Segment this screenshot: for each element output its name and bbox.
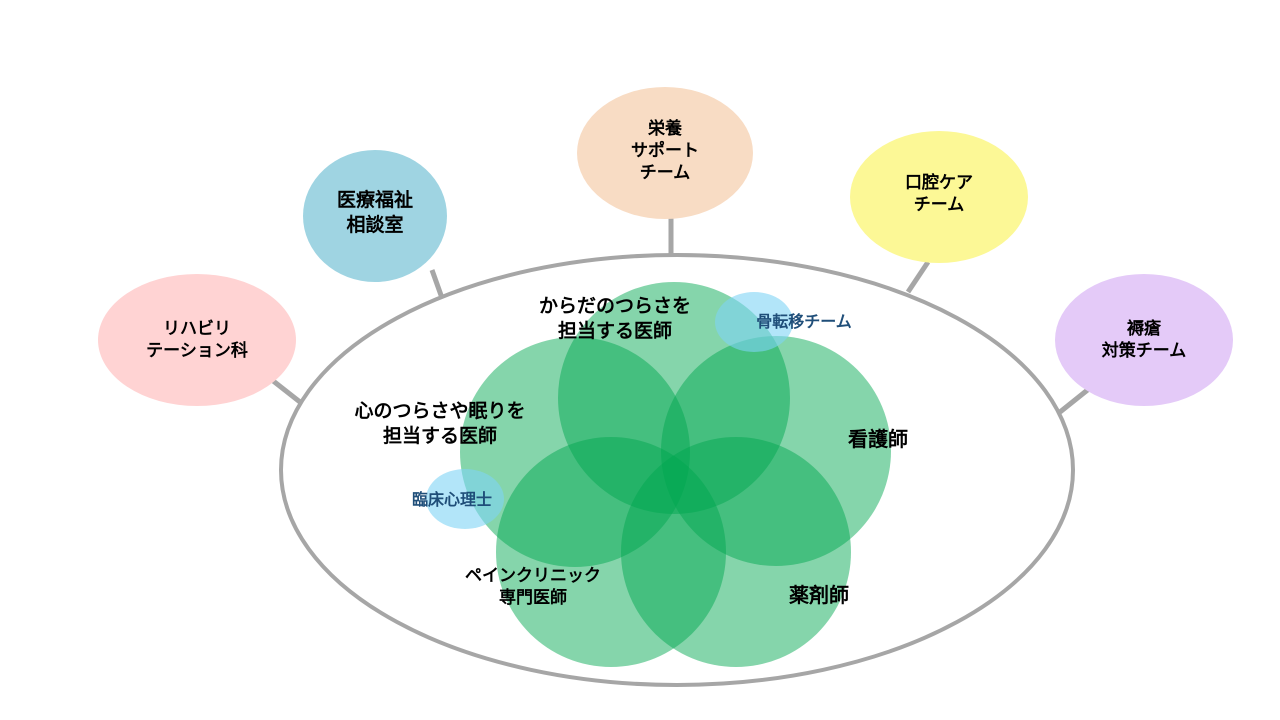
label-mental-care-doctor: 心のつらさや眠りを 担当する医師 <box>354 400 526 447</box>
connector-bedsore <box>1058 386 1092 414</box>
petal-pharmacist <box>621 437 851 667</box>
label-physical-pain-doctor: からだのつらさを 担当する医師 <box>538 295 691 342</box>
label-rehab: リハビリ テーション科 <box>146 319 248 362</box>
label-welfare: 医療福祉 相談室 <box>336 189 413 236</box>
circle-rehab <box>98 274 296 406</box>
petal-nurse <box>661 336 891 566</box>
connector-oral <box>905 260 931 294</box>
connector-welfare <box>429 269 445 299</box>
bubble-psychologist <box>426 469 504 529</box>
label-nurse: 看護師 <box>848 427 908 451</box>
label-bedsore: 褥瘡 対策チーム <box>1101 319 1187 362</box>
label-pain-clinic: ペインクリニック 専門医師 <box>465 566 601 609</box>
connector-rehab <box>270 378 302 404</box>
label-oral: 口腔ケア チーム <box>905 173 973 216</box>
circle-welfare <box>303 150 447 282</box>
petal-mental-care-doctor <box>460 337 690 567</box>
label-psychologist: 臨床心理士 <box>411 490 492 509</box>
label-bone-metastasis: 骨転移チーム <box>756 312 852 331</box>
bubble-bone-metastasis <box>715 292 793 352</box>
circle-bedsore <box>1055 274 1233 406</box>
circle-nutrition <box>577 87 753 219</box>
label-pharmacist: 薬剤師 <box>789 583 849 607</box>
circle-oral <box>850 131 1028 263</box>
petal-pain-clinic <box>496 437 726 667</box>
label-nutrition: 栄養 サポート チーム <box>631 119 699 184</box>
main-team-ellipse <box>279 253 1075 687</box>
